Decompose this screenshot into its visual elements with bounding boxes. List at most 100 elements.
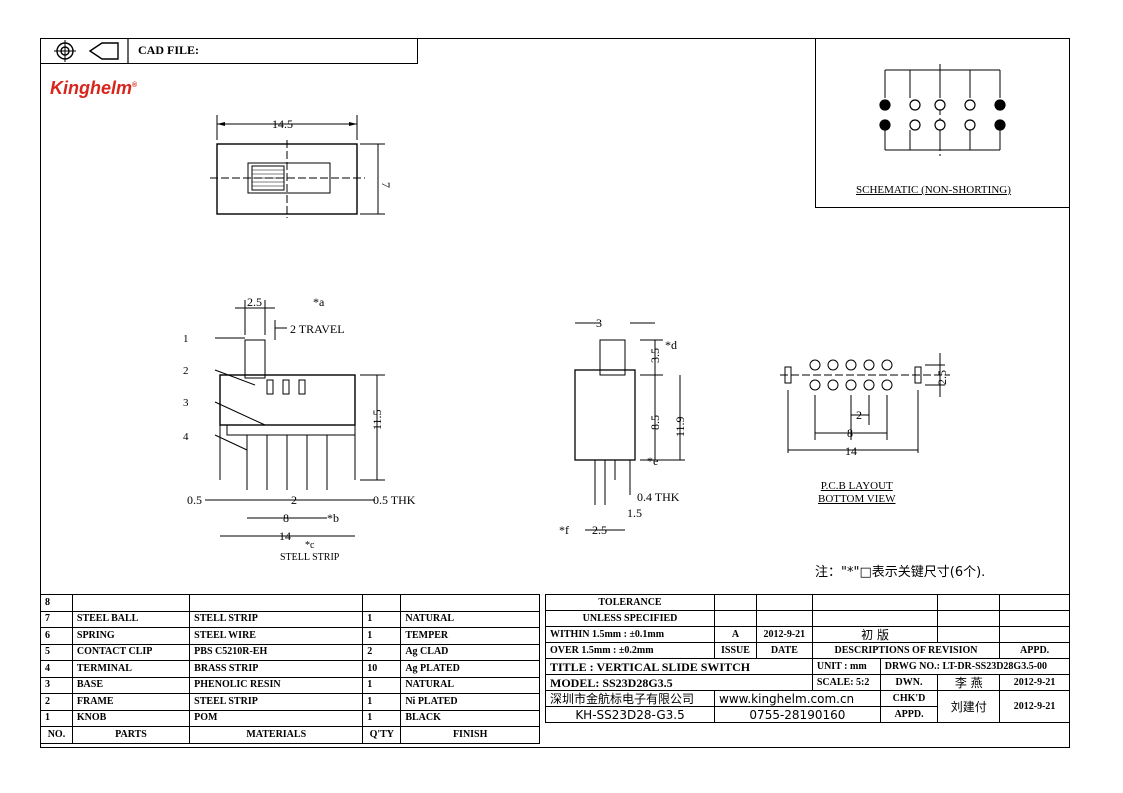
- bom-cell: BRASS STRIP: [189, 660, 364, 678]
- title-block: TOLERANCE UNLESS SPECIFIED WITHIN 1.5mm …: [544, 594, 1071, 723]
- bom-cell: TEMPER: [400, 627, 540, 645]
- dwn-label: DWN.: [879, 674, 939, 691]
- bom-cell: 6: [40, 627, 73, 645]
- rev-desc: 初 版: [811, 626, 939, 643]
- tolerance-over: OVER 1.5mm : ±0.2mm: [544, 642, 716, 659]
- chkd-label: CHK'D: [879, 690, 939, 707]
- svg-text:2.5: 2.5: [935, 370, 949, 385]
- svg-text:2 TRAVEL: 2 TRAVEL: [290, 322, 345, 336]
- drawing-number: DRWG NO.: LT-DR-SS23D28G3.5-00: [879, 658, 1071, 675]
- svg-text:8: 8: [847, 426, 853, 440]
- part-number: KH-SS23D28-G3.5: [544, 706, 716, 723]
- bom-cell: STELL STRIP: [189, 610, 364, 628]
- appd-header: APPD.: [999, 642, 1070, 659]
- bom-cell: CONTACT CLIP: [71, 643, 191, 661]
- bom-cell: PHENOLIC RESIN: [189, 676, 364, 694]
- svg-text:2: 2: [183, 365, 189, 377]
- unit: UNIT : mm: [811, 658, 881, 675]
- svg-text:14.5: 14.5: [272, 117, 293, 131]
- company-website: www.kinghelm.com.cn: [714, 690, 881, 707]
- appd-label: APPD.: [879, 706, 939, 723]
- cad-file-label: CAD FILE:: [138, 43, 200, 57]
- bom-cell: Ag PLATED: [400, 660, 540, 678]
- svg-text:7: 7: [379, 182, 393, 188]
- bom-cell: [71, 594, 191, 612]
- bom-cell: 1: [362, 709, 402, 727]
- schematic-diagram: [879, 64, 1006, 156]
- bom-cell: BASE: [71, 676, 191, 694]
- bom-header-cell: FINISH: [400, 726, 540, 744]
- bom-header-cell: PARTS: [71, 726, 191, 744]
- date-header: DATE: [755, 642, 813, 659]
- key-dimension-note: 注："*"□表示关键尺寸(6个).: [815, 565, 986, 580]
- tolerance-within: WITHIN 1.5mm : ±0.1mm: [544, 626, 716, 643]
- pcb-layout-drawing: 2.5 2 8 14: [780, 353, 950, 458]
- bom-header-cell: Q'TY: [362, 726, 402, 744]
- svg-text:2: 2: [856, 408, 862, 422]
- bom-cell: 4: [40, 660, 73, 678]
- bom-cell: 10: [362, 660, 402, 678]
- bom-cell: 1: [362, 676, 402, 694]
- chk-name: 刘建付: [937, 690, 1001, 723]
- bom-cell: 1: [40, 709, 73, 727]
- bom-cell: FRAME: [71, 693, 191, 711]
- company-phone: 0755-28190160: [714, 706, 881, 723]
- model: MODEL: SS23D28G3.5: [545, 674, 813, 691]
- bom-cell: Ag CLAD: [400, 643, 540, 661]
- top-view-drawing: 14.5 7: [210, 115, 393, 218]
- bom-cell: [189, 594, 364, 612]
- bom-cell: 1: [362, 627, 402, 645]
- drawing-sheet: [40, 38, 1070, 748]
- svg-text:11.9: 11.9: [673, 416, 687, 437]
- svg-text:14: 14: [279, 529, 291, 543]
- svg-text:8: 8: [283, 511, 289, 525]
- svg-text:*f: *f: [559, 523, 569, 537]
- drawing-title: TITLE : VERTICAL SLIDE SWITCH: [545, 658, 813, 675]
- chk-date: 2012-9-21: [999, 690, 1070, 723]
- svg-text:8.5: 8.5: [648, 415, 662, 430]
- rev-issue: A: [714, 626, 757, 643]
- svg-text:14: 14: [845, 444, 857, 458]
- projection-symbol-icon: [40, 38, 129, 64]
- bom-cell: Ni PLATED: [400, 693, 540, 711]
- svg-text:0.5 THK: 0.5 THK: [373, 493, 416, 507]
- bom-cell: 2: [40, 693, 73, 711]
- bom-cell: KNOB: [71, 709, 191, 727]
- bom-header-cell: NO.: [40, 726, 73, 744]
- cad-file-box: CAD FILE:: [40, 38, 418, 64]
- bom-cell: 1: [362, 693, 402, 711]
- scale: SCALE: 5:2: [811, 674, 881, 691]
- bom-cell: NATURAL: [400, 676, 540, 694]
- svg-text:0.4 THK: 0.4 THK: [637, 490, 680, 504]
- tolerance-title: TOLERANCE: [544, 594, 716, 611]
- svg-text:0.5: 0.5: [187, 493, 202, 507]
- dwn-name: 李 燕: [937, 674, 1001, 691]
- pcb-layout-title: P.C.B LAYOUT BOTTOM VIEW: [818, 480, 896, 505]
- bom-cell: SPRING: [71, 627, 191, 645]
- bom-cell: [362, 594, 402, 612]
- svg-text:11.5: 11.5: [370, 409, 384, 430]
- svg-text:1.5: 1.5: [627, 506, 642, 520]
- bom-cell: 3: [40, 676, 73, 694]
- bom-cell: PBS C5210R-EH: [189, 643, 364, 661]
- side-view-drawing: 2.5 *a 2 TRAVEL 11.5 2 8 *b 14 0.5 0.5 T…: [183, 295, 416, 543]
- svg-text:3: 3: [596, 316, 602, 330]
- issue-header: ISSUE: [714, 642, 757, 659]
- svg-text:3: 3: [183, 397, 189, 409]
- bom-row: 8: [40, 594, 540, 612]
- tolerance-sub: UNLESS SPECIFIED: [544, 610, 716, 627]
- svg-text:2: 2: [291, 493, 297, 507]
- svg-text:4: 4: [183, 431, 189, 443]
- svg-text:2.5: 2.5: [592, 523, 607, 537]
- svg-text:2.5: 2.5: [247, 295, 262, 309]
- bom-cell: 1: [362, 610, 402, 628]
